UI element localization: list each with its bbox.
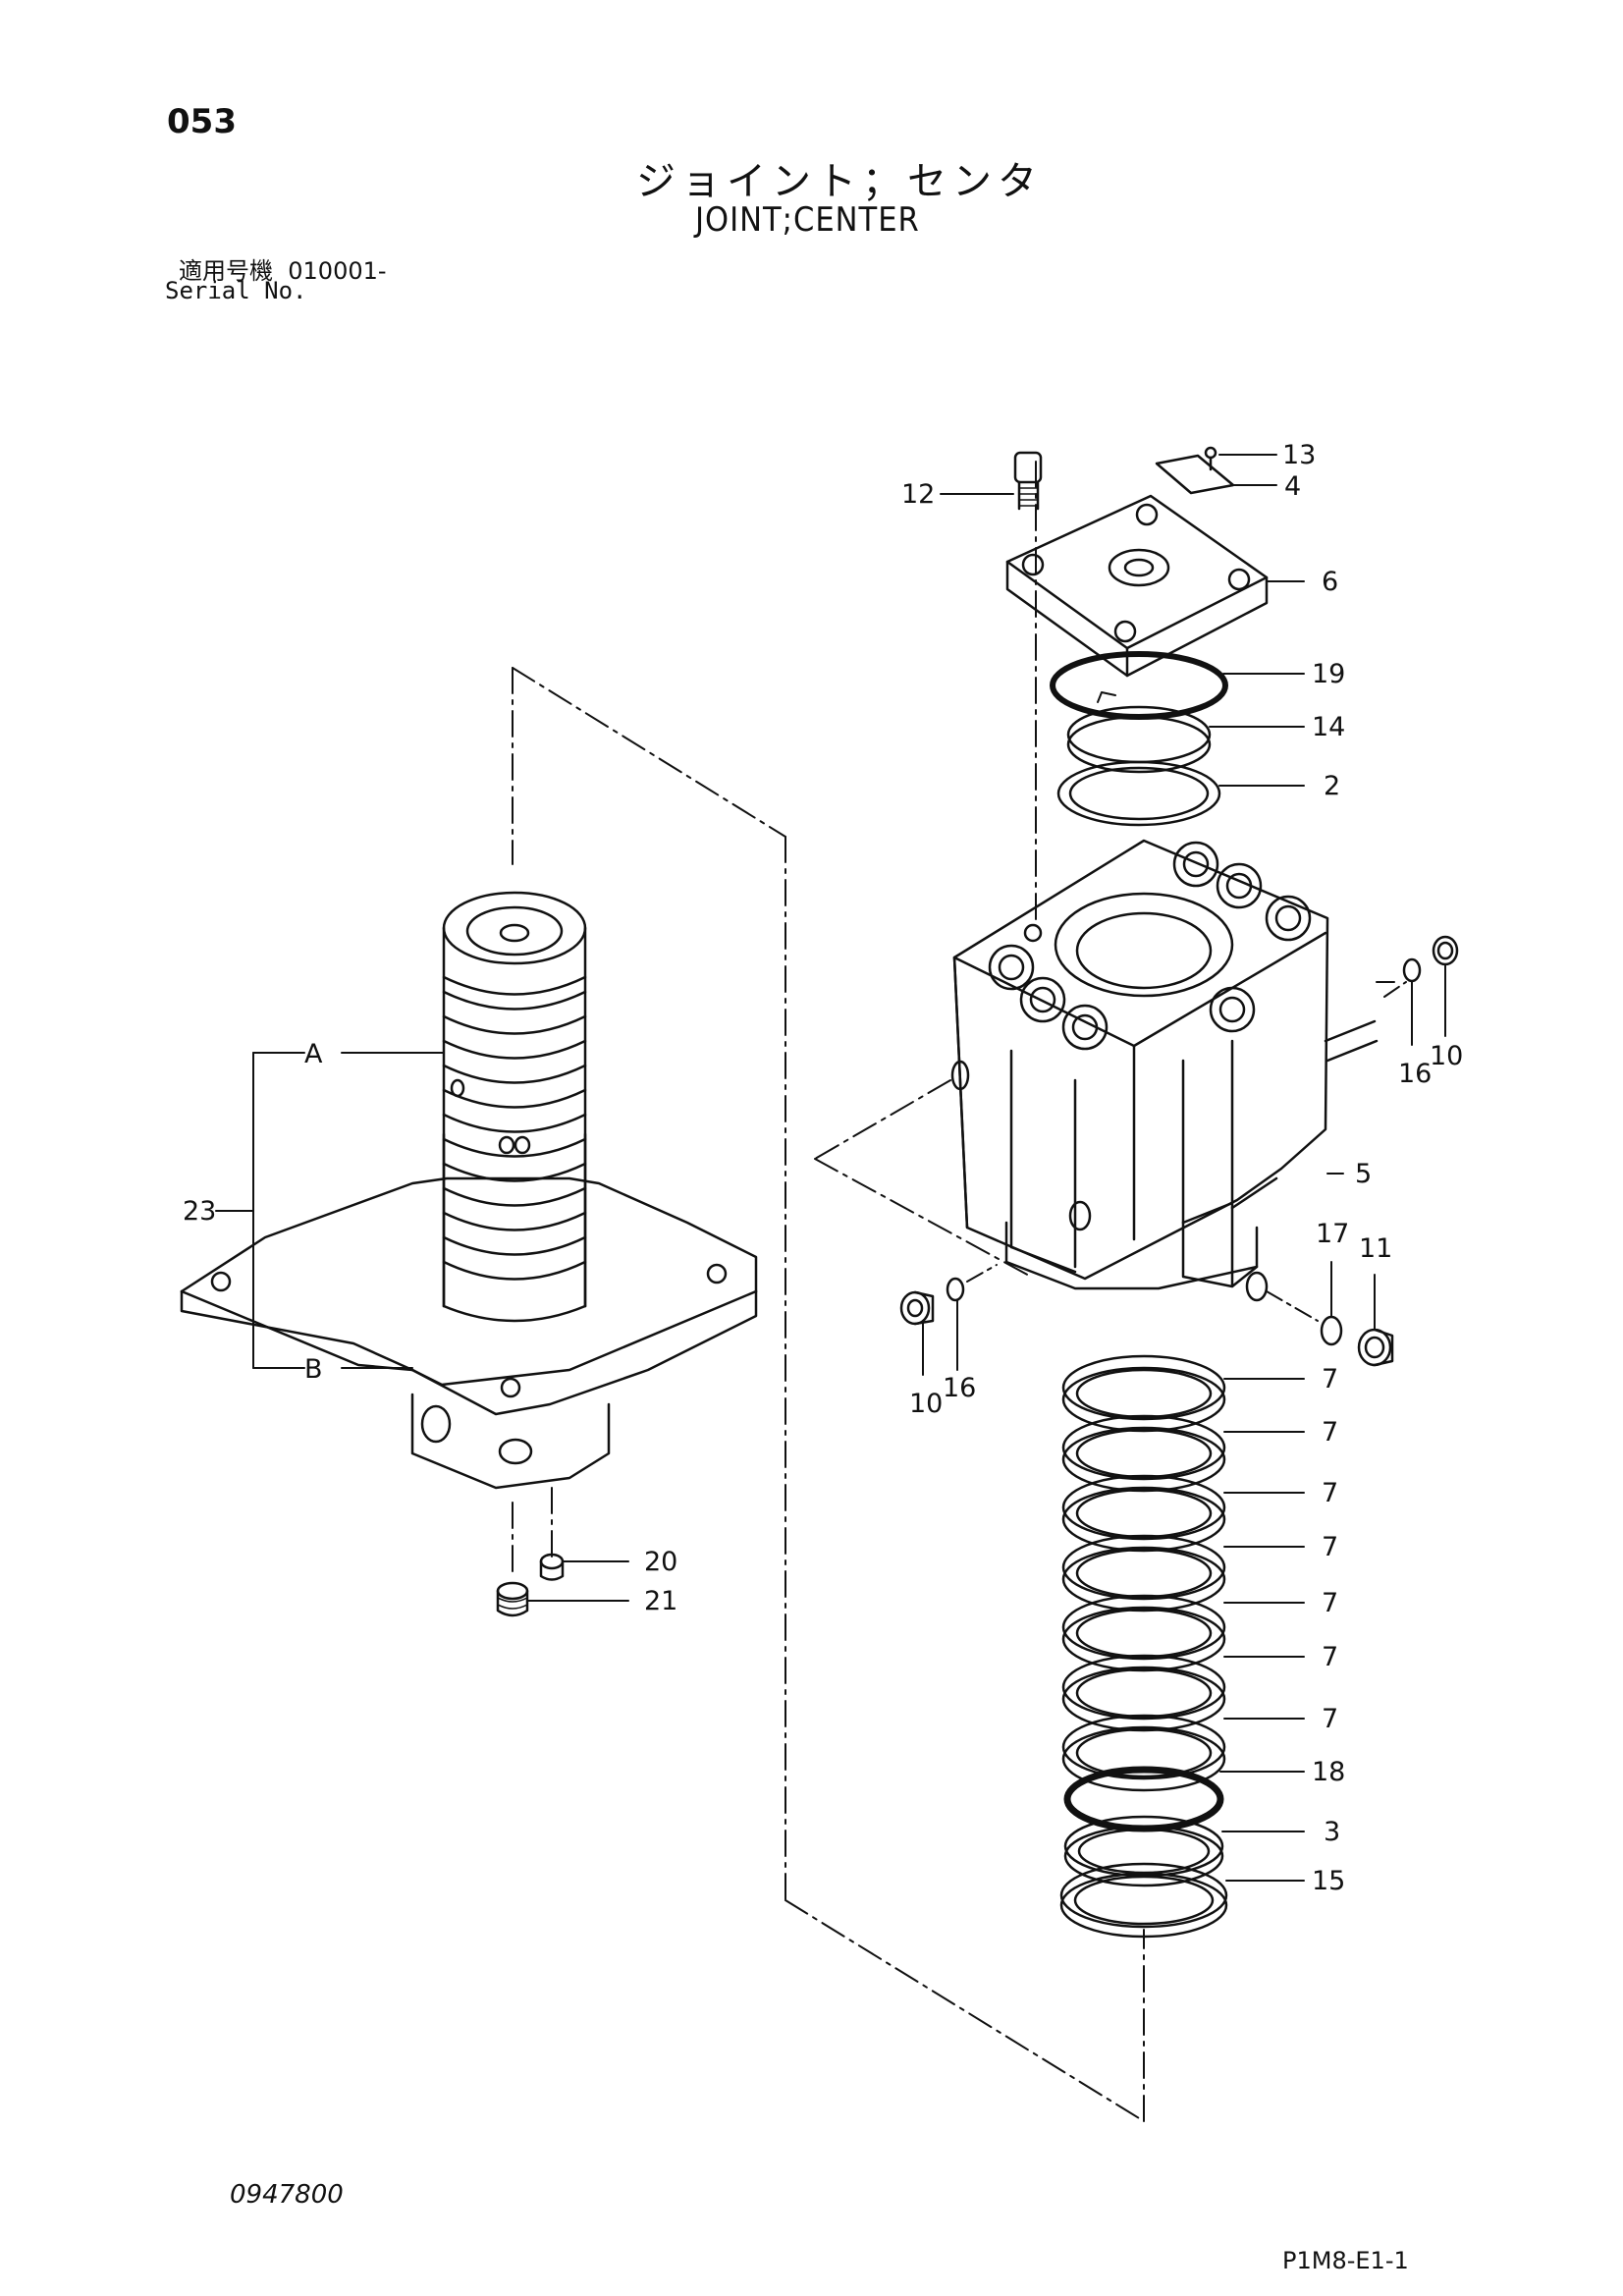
plug-21 xyxy=(496,1581,529,1617)
seal-stack xyxy=(1059,1354,1228,1939)
plug-10-right xyxy=(1432,935,1459,966)
spindle-assembly-23 xyxy=(180,891,758,1490)
callout-21: 21 xyxy=(644,1586,677,1616)
serial-label-english: Serial No. xyxy=(165,277,307,304)
sheet-code: P1M8-E1-1 xyxy=(1282,2247,1409,2274)
plate-4 xyxy=(1155,454,1235,495)
callout-B: B xyxy=(304,1354,323,1385)
callout-19: 19 xyxy=(1312,659,1345,689)
callout-7-4: 7 xyxy=(1322,1532,1338,1562)
callout-10-right: 10 xyxy=(1430,1041,1463,1071)
o-ring-17 xyxy=(1320,1315,1343,1346)
callout-5: 5 xyxy=(1355,1159,1372,1189)
callout-labels: 13 4 12 6 19 14 2 16 10 5 17 11 10 16 7 … xyxy=(183,440,1463,1896)
seal-7-6 xyxy=(1061,1654,1226,1732)
seal-7-3 xyxy=(1061,1474,1226,1553)
page-number: 053 xyxy=(167,102,237,141)
ring-14 xyxy=(1066,691,1212,774)
ring-15 xyxy=(1059,1862,1228,1939)
callout-7-6: 7 xyxy=(1322,1642,1338,1672)
callout-18: 18 xyxy=(1312,1757,1345,1787)
cover-6 xyxy=(1005,494,1269,678)
seal-7-7 xyxy=(1061,1714,1226,1792)
callout-13: 13 xyxy=(1282,440,1316,470)
assembly-dash-lines xyxy=(512,461,1145,2122)
callout-7-2: 7 xyxy=(1322,1417,1338,1448)
seal-7-2 xyxy=(1061,1414,1226,1493)
callout-6: 6 xyxy=(1322,567,1338,597)
ring-2 xyxy=(1056,760,1221,827)
ring-3 xyxy=(1063,1815,1224,1887)
callout-16-right: 16 xyxy=(1398,1059,1432,1089)
callout-4: 4 xyxy=(1284,471,1301,502)
bolt-12 xyxy=(1013,451,1043,511)
callout-A: A xyxy=(304,1039,323,1069)
callout-15: 15 xyxy=(1312,1866,1345,1896)
callout-7-7: 7 xyxy=(1322,1704,1338,1734)
plug-10-left xyxy=(899,1290,935,1326)
callout-7-3: 7 xyxy=(1322,1478,1338,1508)
plug-20 xyxy=(539,1553,565,1581)
callout-7-1: 7 xyxy=(1322,1364,1338,1394)
drawing-number: 0947800 xyxy=(230,2180,344,2210)
callout-10-left: 10 xyxy=(909,1389,943,1419)
callout-23: 23 xyxy=(183,1196,216,1227)
o-ring-16-right xyxy=(1402,957,1422,983)
body-5 xyxy=(950,839,1379,1302)
callout-17: 17 xyxy=(1316,1219,1349,1249)
callout-7-5: 7 xyxy=(1322,1588,1338,1618)
title-english: JOINT;CENTER xyxy=(695,200,920,240)
callout-11: 11 xyxy=(1359,1233,1392,1264)
seal-7-1 xyxy=(1061,1354,1226,1433)
plug-11 xyxy=(1357,1328,1394,1367)
serial-label-japanese: 適用号機 010001- xyxy=(179,257,387,285)
o-ring-16-left xyxy=(946,1277,965,1302)
leader-lines xyxy=(215,454,1446,1882)
callout-14: 14 xyxy=(1312,712,1345,742)
callout-12: 12 xyxy=(901,479,935,510)
callout-2: 2 xyxy=(1324,771,1340,801)
callout-3: 3 xyxy=(1324,1817,1340,1847)
title-japanese: ジョイント；センタ xyxy=(636,159,1043,204)
callout-20: 20 xyxy=(644,1547,677,1577)
callout-16-left: 16 xyxy=(943,1373,976,1403)
seal-7-5 xyxy=(1061,1594,1226,1672)
seal-7-4 xyxy=(1061,1534,1226,1613)
